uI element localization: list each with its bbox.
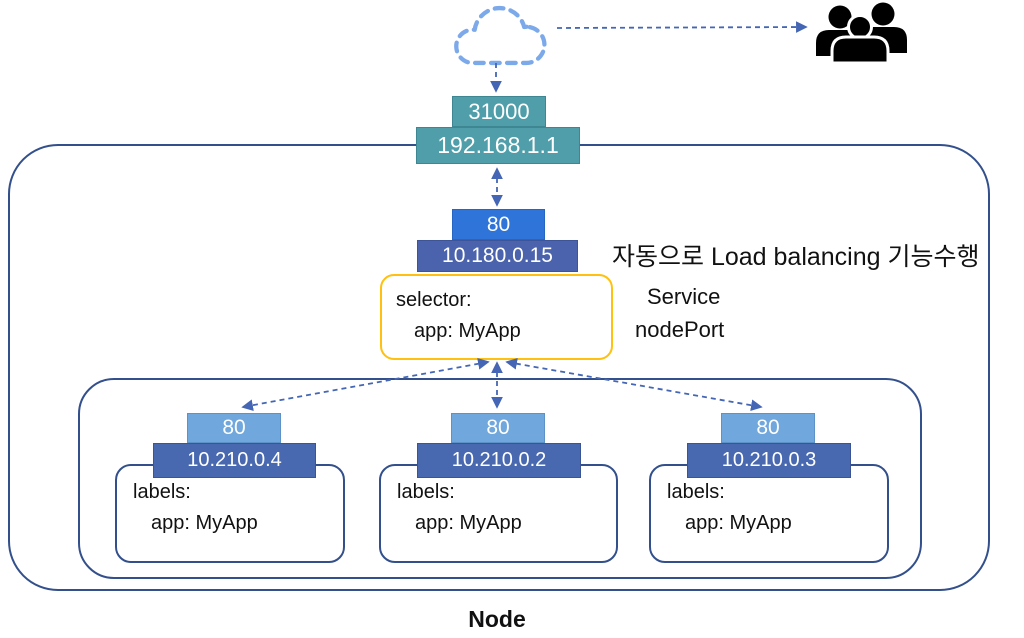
pod3-labels-box: labels: app: MyApp	[649, 464, 889, 563]
pod3-labels-key: labels:	[667, 481, 725, 503]
service-annotation: Service	[647, 284, 721, 309]
selector-value: app: MyApp	[414, 320, 521, 342]
pod2-labels-key: labels:	[397, 481, 455, 503]
pod3-ip-box: 10.210.0.3	[687, 443, 851, 478]
load-balancing-annotation: 자동으로 Load balancing 기능수행	[612, 243, 980, 271]
pod1-labels-key: labels:	[133, 481, 191, 503]
host-ip-box: 192.168.1.1	[416, 127, 580, 164]
arrow-cloud-to-users	[556, 21, 808, 33]
host-nodeport-box: 31000	[452, 96, 546, 127]
service-selector-box: selector: app: MyApp	[380, 274, 613, 360]
nodeport-annotation: nodePort	[635, 317, 725, 342]
pod3-port-box: 80	[721, 413, 815, 443]
service-port-box: 80	[452, 209, 545, 240]
pod2-labels-value: app: MyApp	[415, 512, 522, 534]
pod1-port-box: 80	[187, 413, 281, 443]
selector-key: selector:	[396, 289, 472, 311]
cloud-icon	[454, 5, 547, 66]
service-clusterip-box: 10.180.0.15	[417, 240, 578, 272]
node-caption: Node	[468, 606, 526, 632]
pod1-labels-box: labels: app: MyApp	[115, 464, 345, 563]
pod2-labels-box: labels: app: MyApp	[379, 464, 618, 563]
pod3-labels-value: app: MyApp	[685, 512, 792, 534]
pod2-ip-box: 10.210.0.2	[417, 443, 581, 478]
pod2-port-box: 80	[451, 413, 545, 443]
pod1-ip-box: 10.210.0.4	[153, 443, 316, 478]
pod1-labels-value: app: MyApp	[151, 512, 258, 534]
users-icon	[816, 2, 907, 65]
